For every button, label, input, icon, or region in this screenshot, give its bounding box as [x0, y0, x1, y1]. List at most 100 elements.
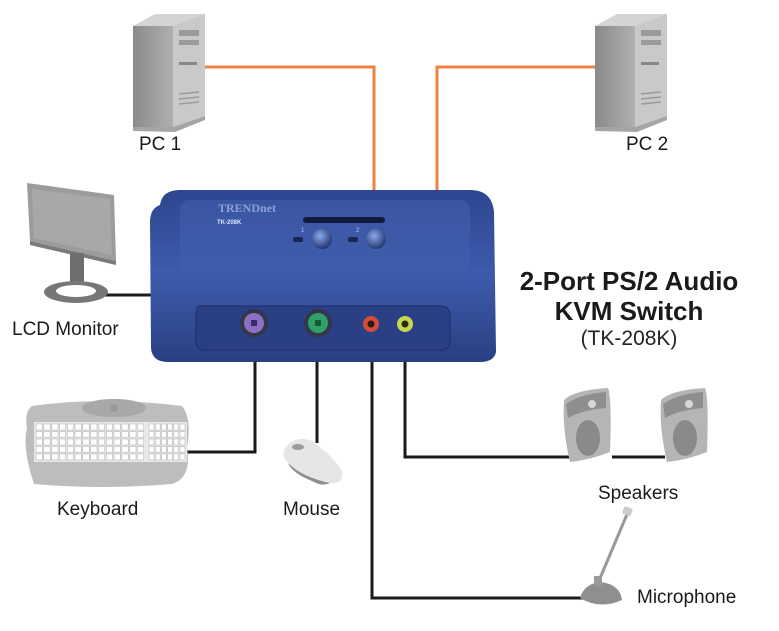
keyboard-key [59, 446, 67, 453]
keyboard-key [74, 431, 82, 438]
keyboard-key [74, 423, 82, 431]
kvm-display-slot [303, 217, 385, 223]
keyboard-key [105, 453, 113, 461]
speakers-icon [563, 388, 708, 462]
keyboard-key [90, 453, 98, 461]
speakers-cable [403, 358, 575, 459]
keyboard-key [66, 438, 74, 446]
keyboard-key [173, 438, 180, 446]
keyboard-key [129, 453, 137, 461]
keyboard-key [105, 423, 113, 431]
keyboard-key [154, 438, 161, 446]
keyboard-key [105, 446, 113, 453]
keyboard-key [137, 446, 145, 453]
keyboard-key [161, 453, 167, 461]
keyboard-key [51, 423, 59, 431]
keyboard-key [43, 446, 51, 453]
keyboard-key [154, 423, 161, 431]
microphone-icon [580, 506, 633, 605]
keyboard-key [98, 453, 106, 461]
keyboard-key [121, 446, 129, 453]
keyboard-key [35, 423, 43, 431]
keyboard-key [173, 423, 180, 431]
keyboard-key [43, 431, 51, 438]
keyboard-key [167, 446, 173, 453]
keyboard-key [154, 453, 161, 461]
keyboard-key [129, 423, 137, 431]
keyboard-key [113, 453, 121, 461]
keyboard-key [43, 438, 51, 446]
keyboard-key [74, 453, 82, 461]
microphone-cable [370, 358, 585, 600]
keyboard-key [113, 423, 121, 431]
keyboard-key [167, 431, 173, 438]
keyboard-key [59, 453, 67, 461]
port1-label: 1 [301, 228, 305, 234]
keyboard-key [179, 438, 186, 446]
product-title-line1: 2-Port PS/2 Audio [519, 266, 739, 296]
keyboard-key [35, 431, 43, 438]
keyboard-key [90, 431, 98, 438]
pc2-tower-icon [595, 14, 667, 132]
keyboard-key [35, 453, 43, 461]
keyboard-key [179, 453, 186, 461]
pc1-tower-icon [133, 14, 205, 132]
keyboard-key [98, 446, 106, 453]
product-title-line2: KVM Switch [554, 296, 704, 326]
keyboard-key [154, 431, 161, 438]
lcd-monitor-icon [27, 183, 116, 303]
speaker-right-icon [660, 388, 708, 462]
keyboard-key [179, 446, 186, 453]
port2-select-button [366, 229, 386, 249]
keyboard-key [148, 446, 155, 453]
keyboard-key [66, 431, 74, 438]
keyboard-key [66, 423, 74, 431]
keyboard-key [43, 423, 51, 431]
keyboard-key [179, 431, 186, 438]
speaker-left-icon [563, 388, 611, 462]
keyboard-key [148, 438, 155, 446]
keyboard-key [161, 431, 167, 438]
keyboard-key [82, 438, 90, 446]
keyboard-cable [185, 358, 257, 454]
keyboard-key [154, 446, 161, 453]
keyboard-key [90, 423, 98, 431]
keyboard-key [129, 431, 137, 438]
keyboard-key [161, 446, 167, 453]
keyboard-key [35, 438, 43, 446]
keyboard-key [173, 431, 180, 438]
keyboard-key [121, 431, 129, 438]
keyboard-key [51, 438, 59, 446]
keyboard-key [129, 438, 137, 446]
keyboard-key [98, 423, 106, 431]
keyboard-key [137, 453, 145, 461]
port1-select-button [312, 229, 332, 249]
keyboard-key [59, 423, 67, 431]
keyboard-key [35, 446, 43, 453]
keyboard-key [173, 446, 180, 453]
keyboard-key [148, 423, 155, 431]
keyboard-key [137, 438, 145, 446]
pc-cables [205, 65, 610, 192]
keyboard-key [161, 438, 167, 446]
keyboard-icon [25, 399, 189, 487]
mouse-label: Mouse [283, 499, 341, 520]
keyboard-key [137, 423, 145, 431]
keyboard-key [121, 453, 129, 461]
port2-label: 2 [356, 228, 360, 234]
keyboard-key [167, 453, 173, 461]
lcd-monitor-label: LCD Monitor [12, 319, 119, 340]
speakers-label: Speakers [598, 483, 679, 504]
keyboard-key [82, 453, 90, 461]
kvm-model-badge: TK-208K [217, 220, 242, 226]
keyboard-key [74, 438, 82, 446]
keyboard-key [161, 423, 167, 431]
keyboard-key [82, 423, 90, 431]
keyboard-key [121, 438, 129, 446]
pc1-cable [205, 65, 376, 192]
keyboard-key [113, 438, 121, 446]
keyboard-label: Keyboard [57, 499, 139, 520]
keyboard-key [98, 431, 106, 438]
product-model: (TK-208K) [580, 327, 678, 350]
